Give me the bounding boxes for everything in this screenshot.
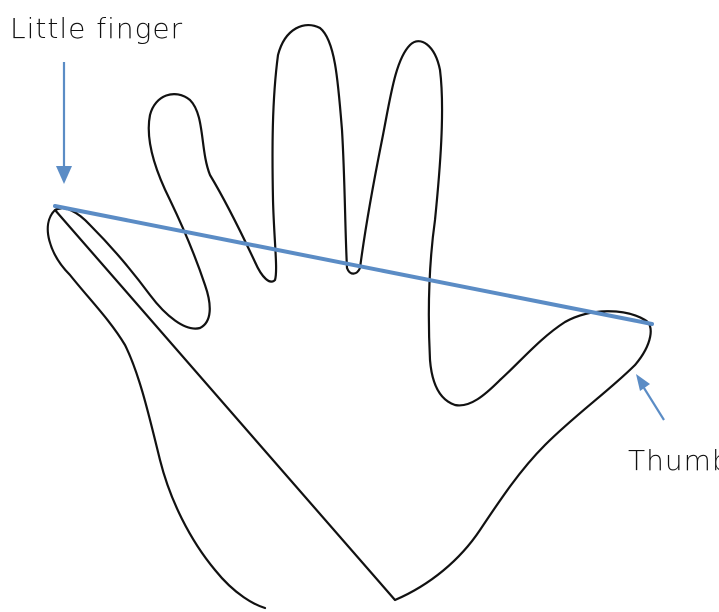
hand-span-line [55, 206, 652, 324]
little-finger-label: Little finger [10, 12, 183, 45]
arrow-down-icon [56, 62, 72, 184]
thumb-label: Thumb [628, 444, 719, 477]
arrow-up-left-icon [636, 374, 664, 420]
hand-outline-icon [48, 25, 651, 608]
